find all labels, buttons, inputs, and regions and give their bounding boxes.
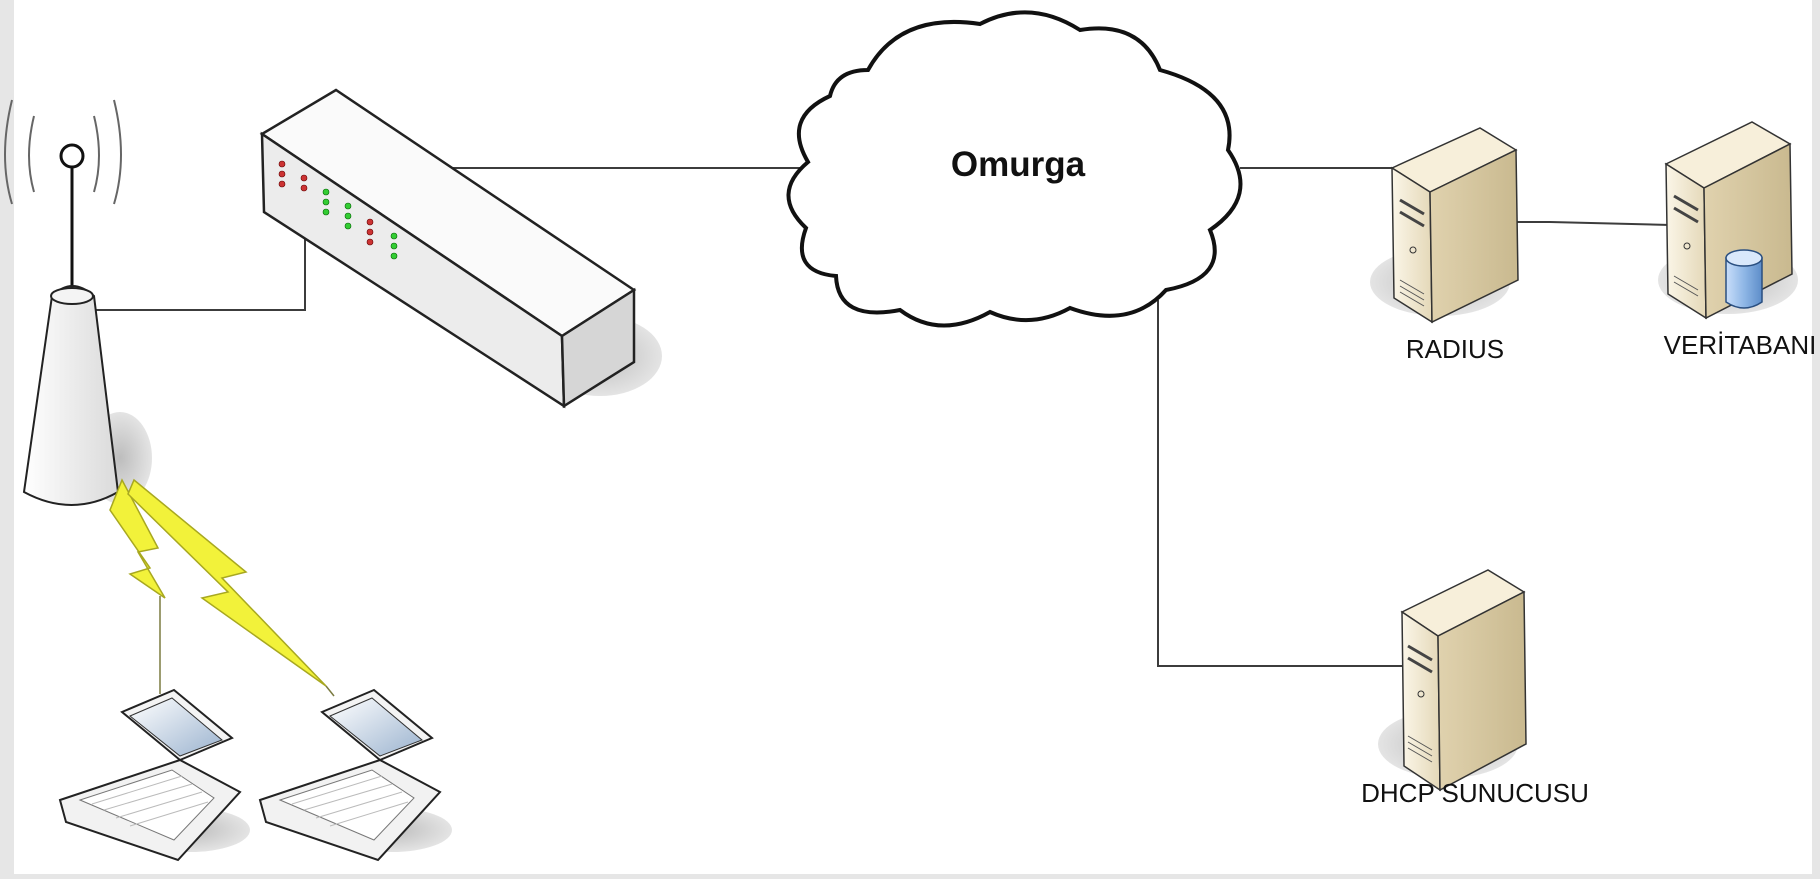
wireless-signal-icons — [109, 478, 327, 687]
lightning-bolt-1 — [109, 478, 166, 599]
backbone-cloud: Omurga — [786, 10, 1243, 328]
radius-label: RADIUS — [1406, 334, 1504, 364]
radius-server-icon — [1370, 127, 1519, 324]
lightning-bolt-2 — [127, 478, 327, 687]
line-cloud-dhcp — [1157, 300, 1465, 667]
dhcp-label: DHCP SUNUCUSU — [1361, 778, 1589, 808]
dhcp-server-icon — [1378, 569, 1527, 792]
laptop-icon-2 — [258, 688, 452, 862]
switch-led-red — [278, 160, 374, 246]
laptop-icon-1 — [58, 688, 250, 862]
database-server-icon — [1658, 121, 1798, 320]
database-label: VERİTABANI — [1664, 330, 1817, 360]
signal-lines — [159, 596, 335, 697]
cloud-label: Omurga — [951, 145, 1086, 184]
switch-led-green — [322, 188, 398, 260]
switch-icon — [259, 88, 662, 409]
database-cylinder-icon — [1725, 249, 1763, 309]
